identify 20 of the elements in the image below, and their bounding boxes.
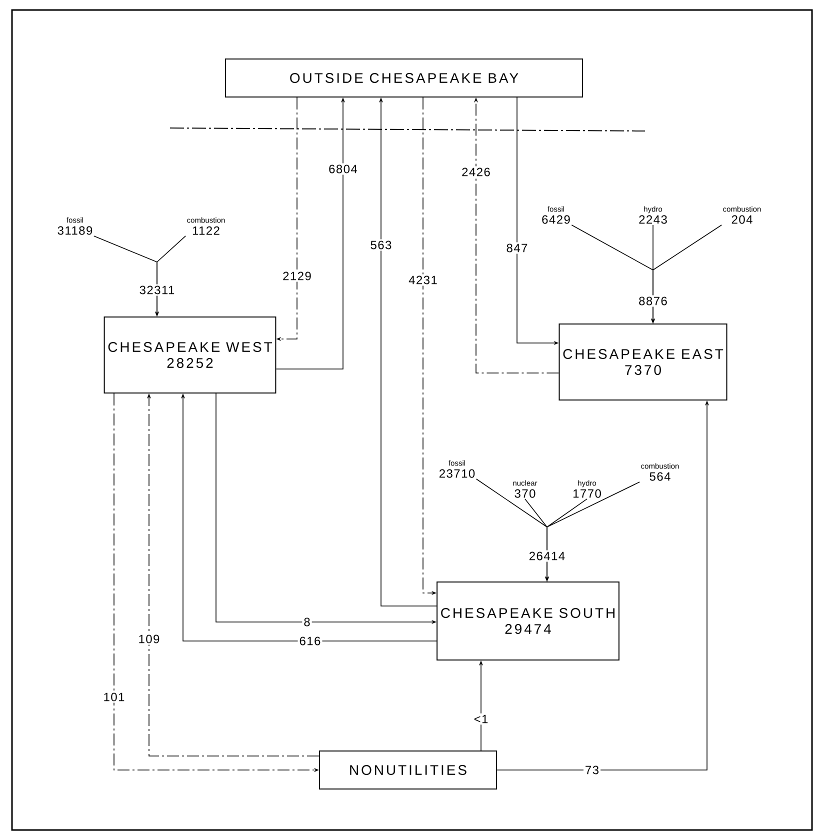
edge-label: 563 xyxy=(368,239,394,251)
edge-label: 6804 xyxy=(327,163,359,175)
region-box: CHESAPEAKE EAST 7370 xyxy=(558,324,728,400)
edge-label: 109 xyxy=(136,633,162,645)
edge-label: 2426 xyxy=(460,166,492,178)
edge-label: <1 xyxy=(472,713,490,725)
edge-label: 73 xyxy=(583,764,601,776)
edge-label: 616 xyxy=(298,635,322,647)
total-label: 32311 xyxy=(138,284,176,296)
edge-label: 101 xyxy=(102,691,126,703)
region-box: NONUTILITIES xyxy=(319,750,497,790)
edge-label: 4231 xyxy=(407,274,439,286)
region-box: CHESAPEAKE WEST 28252 xyxy=(104,316,276,394)
edge-label: 847 xyxy=(504,242,530,254)
total-label: 8876 xyxy=(637,295,669,307)
region-box: CHESAPEAKE SOUTH 29474 xyxy=(436,582,620,660)
edge-label: 8 xyxy=(302,616,312,628)
edge-label: 2129 xyxy=(281,270,313,282)
region-box: OUTSIDE CHESAPEAKE BAY xyxy=(225,58,583,98)
total-label: 26414 xyxy=(527,550,567,562)
